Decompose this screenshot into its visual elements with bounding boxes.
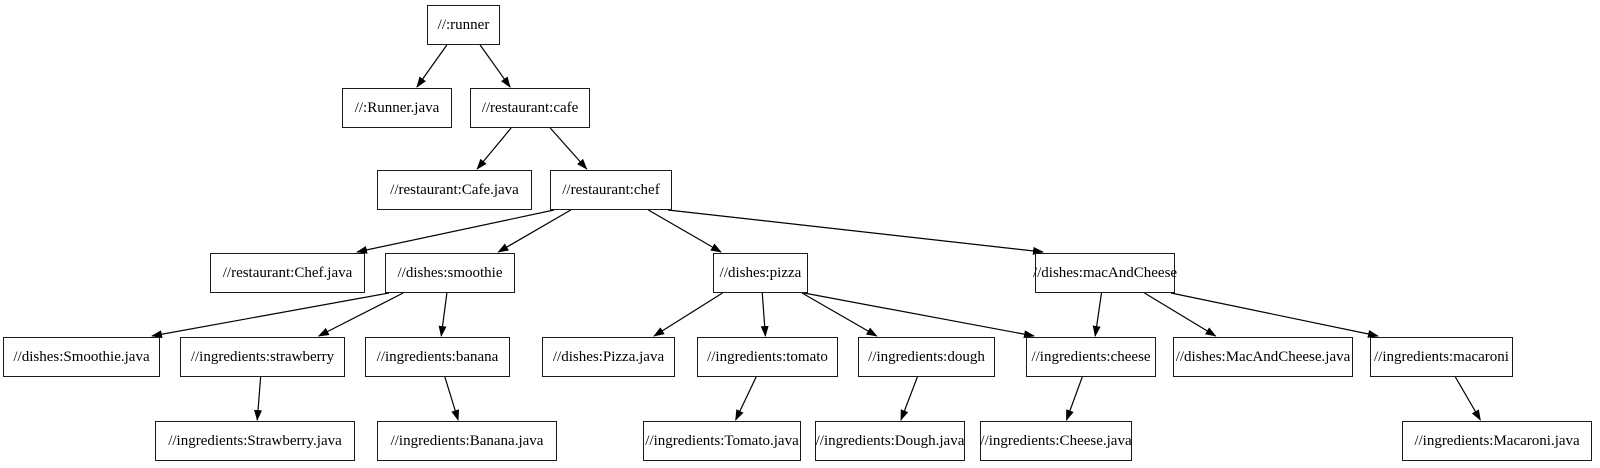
graph-node-banana_java: //ingredients:Banana.java	[377, 421, 557, 461]
graph-node-smoothie: //dishes:smoothie	[385, 253, 515, 293]
graph-edge-pizza-to-cheese	[803, 292, 1035, 339]
graph-edge-pizza-to-tomato	[760, 292, 769, 337]
graph-node-label: //dishes:macAndCheese	[1032, 264, 1178, 281]
graph-node-macaroni: //ingredients:macaroni	[1370, 337, 1513, 377]
graph-edge-macaroni-to-macaroni_java	[1454, 376, 1481, 421]
graph-edge-mac_and_cheese-to-macaroni	[1170, 292, 1379, 338]
graph-node-mac_and_cheese: //dishes:macAndCheese	[1032, 253, 1178, 293]
graph-node-chef_java: //restaurant:Chef.java	[210, 253, 365, 293]
graph-node-label: //ingredients:Cheese.java	[980, 432, 1132, 449]
graph-node-strawberry_java: //ingredients:Strawberry.java	[155, 421, 355, 461]
graph-edge-strawberry-to-strawberry_java	[254, 376, 263, 421]
graph-edge-chef-to-mac_and_cheese	[667, 209, 1044, 255]
graph-node-label: //ingredients:Banana.java	[390, 432, 544, 449]
graph-node-tomato: //ingredients:tomato	[697, 337, 838, 377]
graph-edge-runner-to-cafe	[479, 44, 511, 88]
graph-edge-chef-to-pizza	[648, 209, 722, 253]
graph-node-cafe: //restaurant:cafe	[470, 88, 590, 128]
graph-node-label: //:Runner.java	[354, 99, 440, 116]
graph-node-pizza_java: //dishes:Pizza.java	[542, 337, 675, 377]
graph-edge-chef-to-smoothie	[497, 209, 572, 253]
graph-node-macaroni_java: //ingredients:Macaroni.java	[1402, 421, 1592, 461]
graph-node-cafe_java: //restaurant:Cafe.java	[377, 170, 532, 210]
graph-node-dough: //ingredients:dough	[858, 337, 995, 377]
graph-edge-dough-to-dough_java	[900, 376, 918, 421]
graph-node-label: //dishes:Smoothie.java	[13, 348, 150, 365]
graph-node-label: //restaurant:cafe	[481, 99, 579, 116]
graph-edge-smoothie-to-banana	[438, 292, 448, 337]
graph-edge-smoothie-to-strawberry	[317, 292, 404, 337]
graph-node-tomato_java: //ingredients:Tomato.java	[643, 421, 801, 461]
graph-node-label: //dishes:MacAndCheese.java	[1175, 348, 1351, 365]
graph-edge-cafe-to-cafe_java	[476, 127, 512, 170]
graph-node-label: //ingredients:tomato	[707, 348, 828, 365]
graph-node-mac_and_cheese_java: //dishes:MacAndCheese.java	[1173, 337, 1353, 377]
graph-node-dough_java: //ingredients:Dough.java	[815, 421, 965, 461]
graph-node-cheese: //ingredients:cheese	[1026, 337, 1156, 377]
graph-node-label: //ingredients:strawberry	[190, 348, 335, 365]
graph-node-label: //restaurant:Cafe.java	[390, 181, 519, 198]
graph-node-cheese_java: //ingredients:Cheese.java	[980, 421, 1132, 461]
graph-node-label: //dishes:pizza	[719, 264, 802, 281]
graph-node-label: //ingredients:dough	[868, 348, 985, 365]
graph-edge-pizza-to-pizza_java	[653, 292, 723, 337]
graph-edge-smoothie-to-smoothie_java	[151, 292, 390, 339]
graph-node-label: //ingredients:cheese	[1031, 348, 1151, 365]
graph-node-label: //:runner	[437, 16, 490, 33]
graph-edge-mac_and_cheese-to-mac_and_cheese_java	[1144, 292, 1217, 337]
graph-edge-chef-to-chef_java	[356, 209, 555, 254]
graph-edge-cheese-to-cheese_java	[1065, 376, 1083, 421]
graph-node-label: //ingredients:Dough.java	[815, 432, 965, 449]
graph-node-label: //restaurant:chef	[562, 181, 660, 198]
graph-node-label: //dishes:Pizza.java	[552, 348, 665, 365]
graph-node-label: //ingredients:Macaroni.java	[1414, 432, 1580, 449]
graph-node-label: //ingredients:Tomato.java	[645, 432, 799, 449]
graph-node-pizza: //dishes:pizza	[713, 253, 808, 293]
graph-node-label: //ingredients:macaroni	[1374, 348, 1509, 365]
graph-node-runner_java: //:Runner.java	[342, 88, 452, 128]
graph-node-chef: //restaurant:chef	[550, 170, 672, 210]
graph-node-label: //restaurant:Chef.java	[222, 264, 353, 281]
graph-node-label: //ingredients:banana	[376, 348, 499, 365]
graph-edge-tomato-to-tomato_java	[735, 376, 757, 421]
graph-node-banana: //ingredients:banana	[365, 337, 510, 377]
graph-node-label: //dishes:smoothie	[397, 264, 503, 281]
graph-edge-pizza-to-dough	[801, 292, 878, 337]
graph-edge-cafe-to-chef	[549, 127, 588, 170]
graph-edge-runner-to-runner_java	[416, 44, 448, 88]
graph-node-runner: //:runner	[427, 5, 500, 45]
graph-node-smoothie_java: //dishes:Smoothie.java	[3, 337, 160, 377]
graph-node-strawberry: //ingredients:strawberry	[180, 337, 345, 377]
graph-edge-banana-to-banana_java	[444, 376, 460, 421]
graph-node-label: //ingredients:Strawberry.java	[168, 432, 342, 449]
graph-edge-mac_and_cheese-to-cheese	[1092, 292, 1103, 337]
